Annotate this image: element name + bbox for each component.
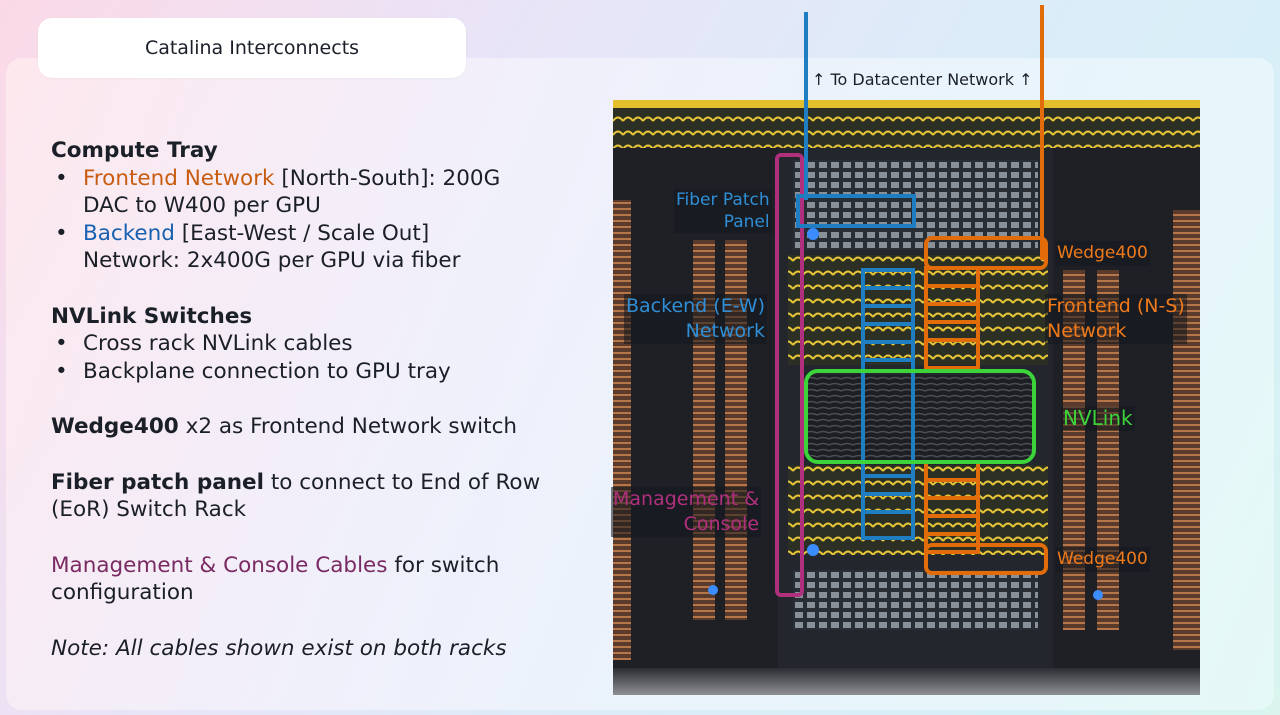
fiber-patch-label: Fiber Patch Panel: [674, 189, 772, 233]
nvlink-switches-heading: NVLink Switches: [51, 303, 253, 329]
frontend-network-desc-2: DAC to W400 per GPU: [83, 193, 321, 218]
wedge-paragraph: Wedge400 x2 as Frontend Network switch: [51, 413, 591, 441]
fiber-patch-label-line-2: Panel: [723, 212, 770, 232]
mgmt-paragraph: Management & Console Cables for switch co…: [51, 552, 591, 607]
wedge-desc: x2 as Frontend Network switch: [178, 414, 518, 439]
list-item: Frontend Network [North-South]: 200GDAC …: [51, 165, 591, 220]
backend-desc-2: Network: 2x400G per GPU via fiber: [83, 248, 461, 273]
frontend-network-label-line-1: Frontend (N-S): [1047, 295, 1185, 317]
fiber-patch-label-line-1: Fiber Patch: [676, 190, 770, 210]
text-column: Compute Tray Frontend Network [North-Sou…: [51, 137, 591, 662]
management-console-label: Management & Console: [611, 487, 762, 537]
frontend-network-desc: [North-South]: 200G: [274, 165, 501, 191]
backend-network-label-line-1: Backend (E-W): [626, 295, 765, 317]
fiber-desc-2: (EoR) Switch Rack: [51, 497, 247, 522]
wedge-term: Wedge400: [51, 414, 179, 439]
fiber-desc: to connect to End of Row: [263, 469, 541, 495]
list-item: Backplane connection to GPU tray: [51, 358, 591, 386]
page-title: Catalina Interconnects: [144, 37, 360, 59]
backend-term: Backend: [83, 220, 175, 246]
nvlink-label: NVLink: [1061, 406, 1135, 431]
nvlink-switches-list: Cross rack NVLink cables Backplane conne…: [51, 330, 591, 385]
compute-tray-heading: Compute Tray: [51, 138, 218, 163]
list-item: Cross rack NVLink cables: [51, 330, 591, 358]
wedge-top-label: Wedge400: [1055, 241, 1150, 266]
frontend-network-label: Frontend (N-S) Network: [1045, 294, 1187, 344]
frontend-network-label-line-2: Network: [1047, 320, 1127, 342]
management-label-line-1: Management &: [613, 488, 760, 510]
fiber-paragraph: Fiber patch panel to connect to End of R…: [51, 469, 591, 524]
wedge-bottom-label: Wedge400: [1055, 547, 1150, 572]
mgmt-desc: for switch: [387, 552, 500, 578]
mgmt-desc-2: configuration: [51, 580, 194, 605]
compute-tray-list: Frontend Network [North-South]: 200GDAC …: [51, 165, 591, 275]
management-label-line-2: Console: [683, 513, 760, 535]
list-item: Backend [East-West / Scale Out]Network: …: [51, 220, 591, 275]
mgmt-term: Management & Console Cables: [51, 552, 388, 578]
title-box: Catalina Interconnects: [38, 18, 466, 78]
frontend-network-term: Frontend Network: [83, 165, 275, 191]
backend-network-label: Backend (E-W) Network: [624, 294, 767, 344]
fiber-term: Fiber patch panel: [51, 469, 264, 495]
note-text: Note: All cables shown exist on both rac…: [51, 635, 507, 661]
backend-desc: [East-West / Scale Out]: [174, 220, 430, 246]
backend-network-label-line-2: Network: [685, 320, 765, 342]
datacenter-network-label: ↑ To Datacenter Network ↑: [812, 70, 1033, 89]
